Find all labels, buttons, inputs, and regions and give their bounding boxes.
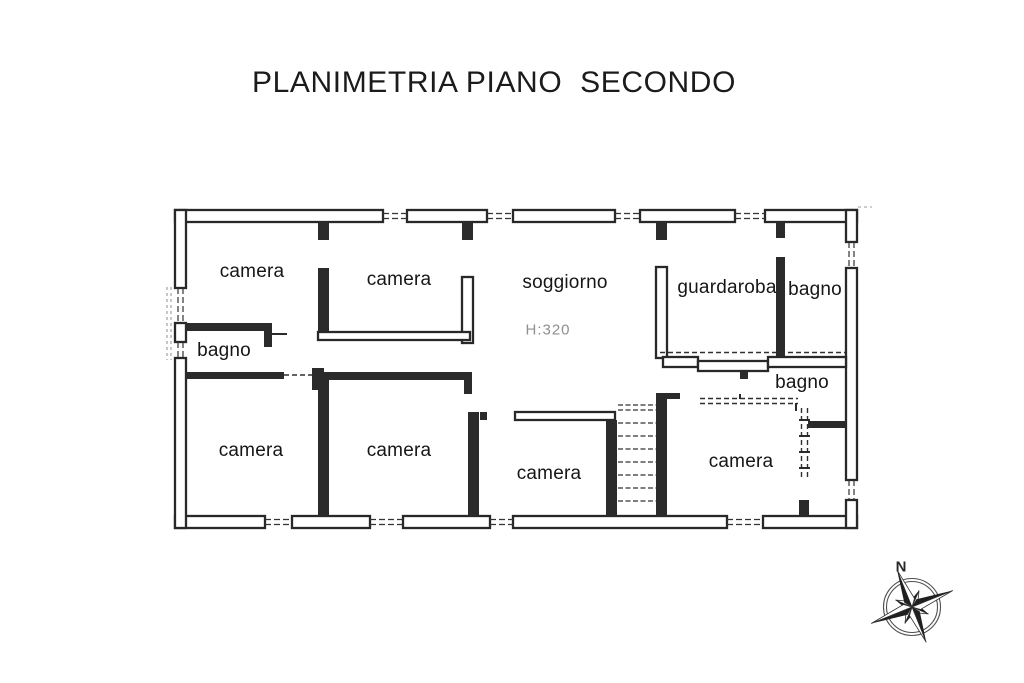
room-label-camera-bottom-center: camera [516,463,582,484]
room-label-camera-bottom-right: camera [708,451,774,472]
page-title: PLANIMETRIA PIANO SECONDO [251,66,737,99]
window-openings [177,212,855,526]
interior-walls [185,222,848,516]
room-label-bagno-left: bagno [197,340,251,361]
room-label-camera-bottom-left: camera [218,440,284,461]
balcony-railing [799,408,810,477]
room-label-soggiorno: soggiorno [522,272,608,293]
staircase [618,404,656,502]
room-label-camera-top-left: camera [219,261,285,282]
compass-rose-icon [871,569,953,643]
room-label-bagno-top-right: bagno [788,279,842,300]
ceiling-height-annotation: H:320 [525,321,571,339]
room-label-camera-bottom-middle: camera [366,440,432,461]
outer-walls [173,208,859,530]
room-label-camera-top-middle: camera [366,269,432,290]
room-label-guardaroba: guardaroba [677,277,777,298]
compass-north-label: N [895,558,907,576]
scan-artifacts [166,206,872,360]
room-label-bagno-middle-right: bagno [775,372,829,393]
